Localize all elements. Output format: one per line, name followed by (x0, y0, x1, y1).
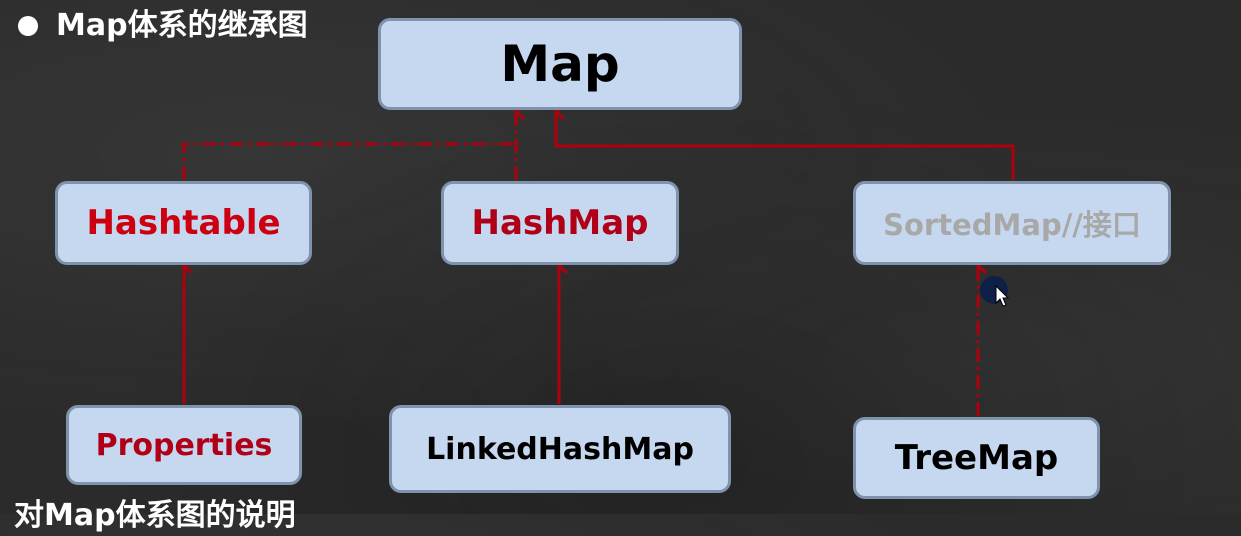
edge-sortedmap-to-map (556, 112, 1015, 180)
edge-hashtable-to-map (182, 142, 516, 180)
footer-text: 对Map体系图的说明 (14, 498, 296, 533)
node-properties: Properties (66, 405, 302, 485)
slide-title-text: Map体系的继承图 (56, 8, 308, 43)
node-map: Map (378, 18, 742, 110)
node-map-label: Map (500, 35, 620, 93)
slide-title: Map体系的继承图 (18, 6, 308, 46)
node-properties-label: Properties (95, 427, 273, 463)
bullet-icon (18, 16, 38, 36)
node-hashmap-label: HashMap (471, 203, 649, 243)
node-treemap: TreeMap (853, 417, 1100, 499)
node-hashtable: Hashtable (55, 181, 312, 265)
node-linkedhashmap: LinkedHashMap (389, 405, 731, 493)
node-hashtable-label: Hashtable (86, 203, 281, 243)
node-treemap-label: TreeMap (894, 438, 1059, 478)
inheritance-edges (0, 0, 1015, 416)
mouse-cursor-icon (980, 276, 1010, 307)
node-sortedmap: SortedMap//接口 (853, 181, 1171, 265)
node-hashmap: HashMap (441, 181, 679, 265)
node-linkedhashmap-label: LinkedHashMap (426, 431, 694, 467)
node-sortedmap-label: SortedMap//接口 (883, 208, 1141, 242)
